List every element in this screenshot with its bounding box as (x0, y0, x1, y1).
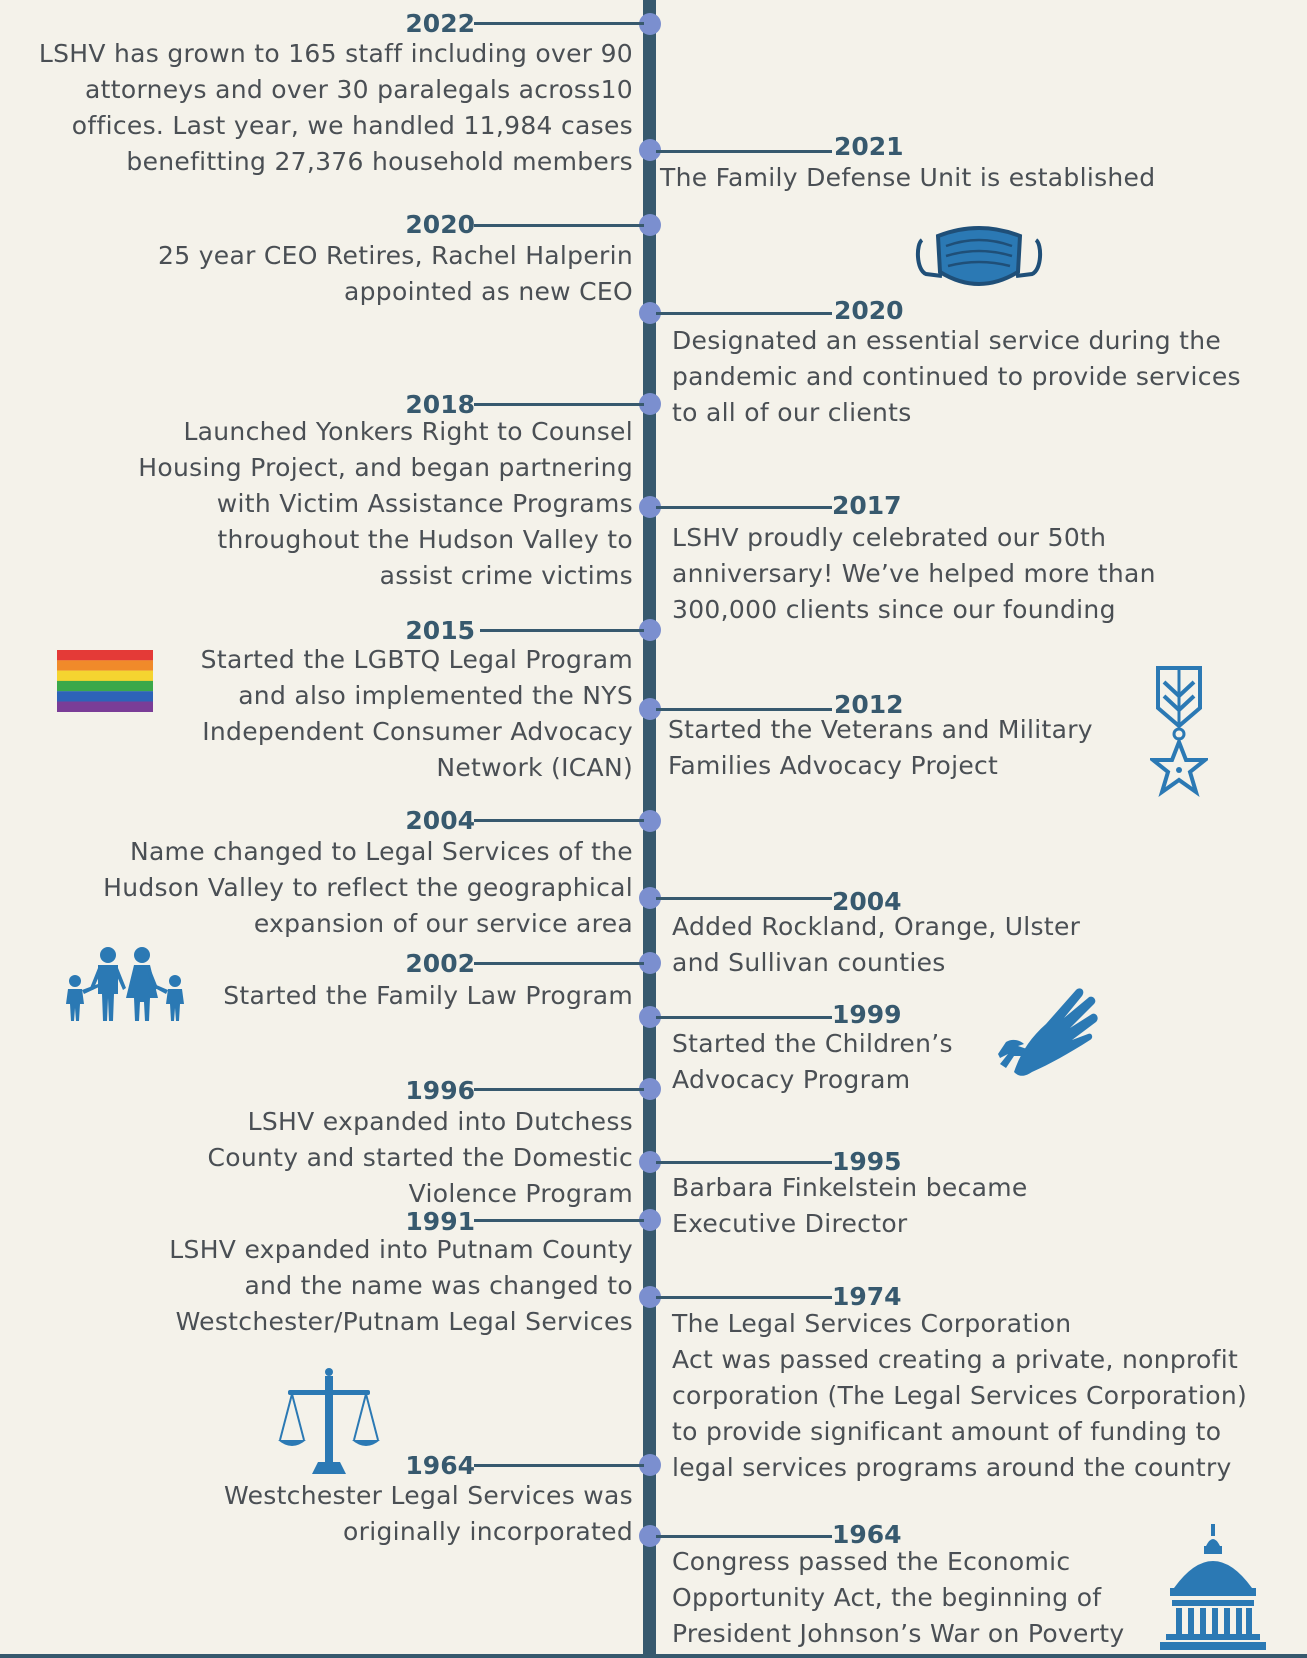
event-description: LSHV expanded into Dutchess County and s… (207, 1107, 633, 1208)
event-year: 2022 (405, 9, 475, 38)
event-year: 2021 (834, 132, 904, 161)
connector-line (656, 1161, 832, 1164)
connector-line (656, 312, 832, 315)
connector-line (474, 1088, 644, 1091)
timeline-dot (639, 698, 661, 720)
event-year: 2020 (834, 296, 904, 325)
timeline-dot (639, 302, 661, 324)
event-description: Started the LGBTQ Legal Program and also… (200, 645, 633, 782)
timeline-dot (639, 1078, 661, 1100)
timeline-dot (639, 619, 661, 641)
family-icon (66, 947, 184, 1021)
event-year: 2017 (832, 491, 902, 520)
bottom-border (0, 1654, 1307, 1658)
timeline-dot (639, 1454, 661, 1476)
event-description: LSHV expanded into Putnam County and the… (169, 1235, 633, 1336)
connector-line (656, 1535, 832, 1538)
event-year: 2002 (405, 949, 475, 978)
connector-line (474, 1464, 644, 1467)
timeline-dot (639, 13, 661, 35)
capitol-dome-icon (1160, 1524, 1266, 1650)
event-year: 1964 (405, 1451, 475, 1480)
connector-line (474, 403, 644, 406)
timeline-dot (639, 214, 661, 236)
helping-hands-icon (998, 988, 1098, 1076)
event-description: Barbara Finkelstein became Executive Dir… (672, 1173, 1028, 1238)
event-year: 1964 (832, 1520, 902, 1549)
event-description: Started the Children’s Advocacy Program (672, 1029, 953, 1094)
event-year: 2020 (405, 210, 475, 239)
connector-line (656, 1016, 832, 1019)
connector-line (474, 962, 644, 965)
timeline-dot (639, 393, 661, 415)
event-year: 1974 (832, 1282, 902, 1311)
event-description: LSHV has grown to 165 staff including ov… (38, 39, 633, 176)
connector-line (656, 708, 832, 711)
event-year: 1991 (405, 1207, 475, 1236)
event-description: LSHV proudly celebrated our 50th anniver… (672, 523, 1156, 624)
event-description: Started the Family Law Program (223, 981, 633, 1010)
event-year: 2015 (405, 616, 475, 645)
timeline-dot (639, 1525, 661, 1547)
event-year: 1995 (832, 1147, 902, 1176)
timeline-dot (639, 496, 661, 518)
event-year: 2018 (405, 390, 475, 419)
connector-line (656, 1296, 832, 1299)
event-year: 1999 (832, 1000, 902, 1029)
timeline-dot (639, 810, 661, 832)
connector-line (474, 22, 644, 25)
event-description: Launched Yonkers Right to Counsel Housin… (138, 417, 633, 590)
military-medal-icon (1150, 666, 1208, 797)
connector-line (656, 506, 832, 509)
timeline-dot (639, 139, 661, 161)
event-year: 2004 (405, 806, 475, 835)
timeline-dot (639, 1151, 661, 1173)
connector-line (474, 1219, 644, 1222)
timeline-dot (639, 887, 661, 909)
event-description: Designated an essential service during t… (672, 326, 1241, 427)
connector-line (474, 819, 644, 822)
face-mask-icon (915, 226, 1043, 286)
connector-line (656, 897, 832, 900)
connector-line (474, 224, 644, 227)
event-description: Added Rockland, Orange, Ulster and Sulli… (672, 912, 1081, 977)
event-year: 2012 (834, 690, 904, 719)
rainbow-flag-icon (57, 650, 153, 712)
connector-line (480, 629, 644, 632)
event-description: Westchester Legal Services was originall… (224, 1481, 633, 1546)
scales-of-justice-icon (278, 1368, 380, 1474)
timeline-dot (639, 1006, 661, 1028)
event-year: 1996 (405, 1076, 475, 1105)
event-description: Started the Veterans and Military Famili… (668, 715, 1093, 780)
timeline-dot (639, 1209, 661, 1231)
event-description: Name changed to Legal Services of the Hu… (103, 837, 633, 938)
connector-line (656, 150, 832, 153)
event-description: The Family Defense Unit is established (660, 163, 1156, 192)
event-description: Congress passed the Economic Opportunity… (672, 1547, 1125, 1648)
timeline-dot (639, 1286, 661, 1308)
event-description: The Legal Services Corporation Act was p… (672, 1309, 1248, 1482)
timeline-dot (639, 952, 661, 974)
event-description: 25 year CEO Retires, Rachel Halperin app… (158, 241, 633, 306)
event-year: 2004 (832, 887, 902, 916)
